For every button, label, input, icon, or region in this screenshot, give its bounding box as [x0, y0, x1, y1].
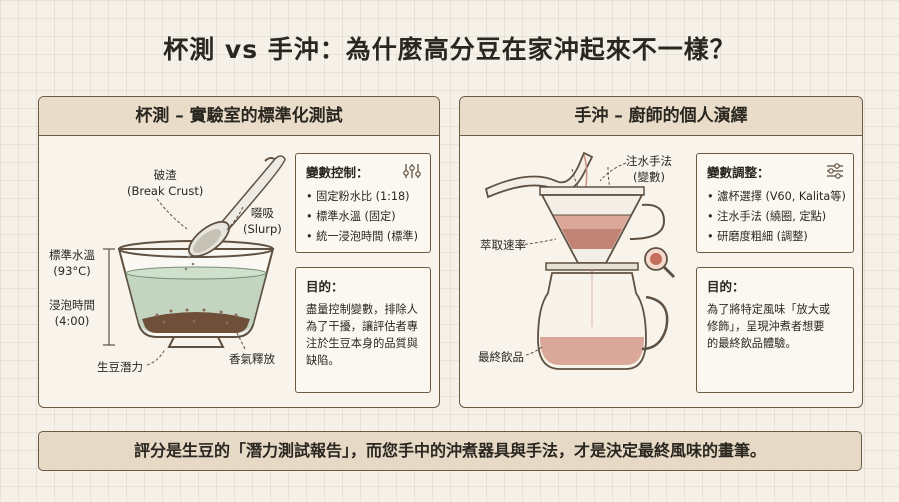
pourover-variable-item: 濾杯選擇 (V60, Kalita等) [707, 187, 846, 207]
slurp-text: 啜吸 [250, 206, 274, 220]
page-title: 杯測 vs 手沖：為什麼高分豆在家沖起來不一樣？ [163, 35, 736, 64]
pourover-variable-item: 注水手法 (繞圈, 定點) [707, 207, 843, 227]
break-crust-text: 破渣 [153, 168, 177, 182]
break-crust-label: 破渣 (Break Crust) [127, 167, 203, 199]
pourover-purpose-heading: 目的： [707, 279, 745, 294]
pourover-panel: 手沖 – 廚師的個人演繹 注水手法 (變數) [459, 96, 863, 408]
sliders-icon [827, 163, 843, 179]
temp-text: 標準水溫 [49, 248, 95, 262]
break-crust-en-text: (Break Crust) [127, 184, 204, 198]
cupping-purpose-line: 注於生豆本身的品質與 [306, 337, 418, 350]
final-drink-label: 最終飲品 [478, 350, 524, 364]
pour-technique-sub: (變數) [633, 170, 665, 184]
aroma-label: 香氣釋放 [229, 352, 275, 366]
pour-technique-label: 注水手法 (變數) [626, 153, 672, 185]
cupping-variable-item: 標準水溫 (固定) [306, 207, 420, 227]
cupping-panel: 杯測 – 實驗室的標準化測試 破渣 (Break [38, 96, 440, 408]
cupping-variable-item: 統一浸泡時間 (標準) [306, 227, 420, 247]
slurp-label: 啜吸 (Slurp) [243, 205, 282, 237]
slurp-en-text: (Slurp) [243, 222, 282, 236]
cupping-purpose-line: 為了干擾，讓評估者專 [306, 320, 418, 333]
pourover-variables-heading: 變數調整： [707, 165, 770, 180]
cupping-variable-item: 固定粉水比 (1:18) [306, 187, 420, 207]
cupping-purpose-line: 盡量控制變數，排除人 [306, 303, 418, 316]
cupping-variables-heading: 變數控制： [306, 165, 369, 180]
cupping-illustration [103, 155, 286, 366]
temp-value: (93°C) [53, 264, 91, 278]
cupping-purpose-box: 目的： 盡量控制變數，排除人 為了干擾，讓評估者專 注於生豆本身的品質與 缺陷。 [295, 267, 431, 393]
steep-value: (4:00) [54, 314, 90, 328]
cupping-panel-header: 杯測 – 實驗室的標準化測試 [39, 97, 439, 136]
temp-label: 標準水溫 (93°C) [49, 247, 95, 279]
potential-label: 生豆潛力 [97, 360, 143, 374]
steep-label: 浸泡時間 (4:00) [49, 297, 95, 329]
sliders-icon [403, 164, 421, 178]
pourover-purpose-line: 修飾」，呈現沖煮者想要 [707, 320, 825, 333]
pourover-variable-item: 研磨度粗細 (調整) [707, 227, 843, 247]
extraction-rate-label: 萃取速率 [480, 238, 526, 252]
pour-technique-text: 注水手法 [626, 154, 672, 168]
conclusion-banner: 評分是生豆的「潛力測試報告」，而您手中的沖煮器具與手法，才是決定最終風味的畫筆。 [38, 431, 862, 471]
cupping-purpose-heading: 目的： [306, 279, 344, 294]
pourover-illustration [484, 151, 676, 370]
cupping-variables-box: 變數控制： 固定粉水比 (1:18) 標準水溫 (固定) 統一浸泡時間 (標準) [295, 153, 431, 253]
cupping-purpose-line: 缺陷。 [306, 354, 340, 367]
steep-text: 浸泡時間 [49, 298, 95, 312]
pourover-purpose-line: 的最終飲品體驗。 [707, 337, 797, 350]
pourover-panel-header: 手沖 – 廚師的個人演繹 [460, 97, 862, 136]
pourover-variables-box: 變數調整： 濾杯選擇 (V60, Kalita等) 注水手法 (繞圈, 定點) … [696, 153, 854, 253]
pourover-purpose-line: 為了將特定風味「放大或 [707, 303, 831, 316]
pourover-purpose-box: 目的： 為了將特定風味「放大或 修飾」，呈現沖煮者想要 的最終飲品體驗。 [696, 267, 854, 393]
